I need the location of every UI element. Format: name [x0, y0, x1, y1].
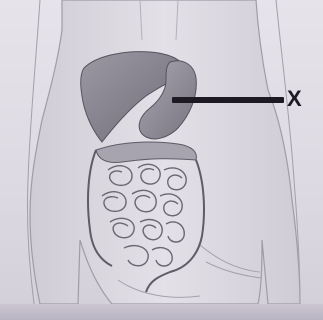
pointer-label-x: X [287, 88, 302, 110]
page-bottom-edge [0, 304, 323, 320]
pointer-line [172, 97, 284, 103]
